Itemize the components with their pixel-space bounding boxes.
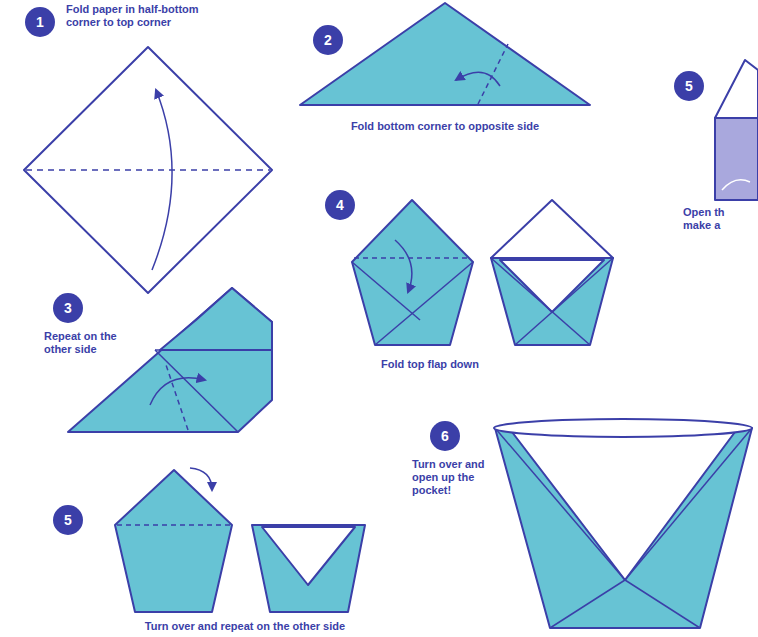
fold-edge xyxy=(375,262,473,345)
step-number: 1 xyxy=(25,7,55,37)
paper-pentagon xyxy=(491,258,613,345)
fold-arrow xyxy=(456,72,500,86)
fold-edge xyxy=(495,428,625,580)
fold-line xyxy=(354,257,471,259)
instruction-text: Turn over and repeat on the other side xyxy=(95,620,395,633)
fold-line xyxy=(478,44,508,104)
instruction-text: Fold paper in half-bottom corner to top … xyxy=(66,3,231,29)
step-number-text: 6 xyxy=(441,428,449,444)
fold-arrow xyxy=(150,378,205,405)
step-number-text: 3 xyxy=(64,300,72,316)
fold-arrow xyxy=(722,180,750,190)
step-number-text: 5 xyxy=(64,512,72,528)
instruction-text: Turn over and open up the pocket! xyxy=(412,458,504,498)
step-number-text: 2 xyxy=(324,32,332,48)
paper-flap xyxy=(491,200,613,258)
instruction-text: Repeat on the other side xyxy=(44,330,144,356)
paper-square xyxy=(24,47,272,293)
fold-edge xyxy=(155,350,238,432)
paper-folded xyxy=(68,288,272,432)
fold-edge xyxy=(550,580,625,628)
step-number: 2 xyxy=(313,25,343,55)
paper-flap xyxy=(262,527,355,585)
paper-partial xyxy=(715,60,758,118)
step-number: 4 xyxy=(325,190,355,220)
fold-line xyxy=(117,524,230,526)
step-number: 5 xyxy=(674,71,704,101)
fold-edge xyxy=(625,580,700,628)
fold-edge xyxy=(625,428,752,580)
paper-folded xyxy=(252,525,365,612)
step-number: 6 xyxy=(430,421,460,451)
paper-folded xyxy=(160,288,272,350)
instruction-text: Open th make a xyxy=(683,206,739,232)
step-number-text: 1 xyxy=(36,14,44,30)
fold-arrow xyxy=(190,468,212,490)
step-number: 5 xyxy=(53,505,83,535)
step-number: 3 xyxy=(53,293,83,323)
paper-pentagon xyxy=(115,470,232,612)
fold-line xyxy=(26,169,270,171)
fold-arrow xyxy=(152,90,172,270)
paper-pentagon xyxy=(352,200,473,345)
fold-edge xyxy=(491,258,590,345)
cup-opening xyxy=(494,419,752,437)
fold-line xyxy=(165,362,188,430)
fold-edge xyxy=(352,262,420,320)
paper-flap xyxy=(500,260,604,312)
paper-flap xyxy=(512,432,735,580)
fold-edge xyxy=(155,349,272,351)
instruction-text: Fold top flap down xyxy=(360,358,500,371)
paper-triangle xyxy=(300,3,590,105)
fold-arrow xyxy=(395,240,412,292)
step-number-text: 5 xyxy=(685,78,693,94)
fold-edge xyxy=(515,258,613,345)
step-number-text: 4 xyxy=(336,197,344,213)
instruction-text: Fold bottom corner to opposite side xyxy=(330,120,560,133)
paper-cup xyxy=(495,428,752,628)
